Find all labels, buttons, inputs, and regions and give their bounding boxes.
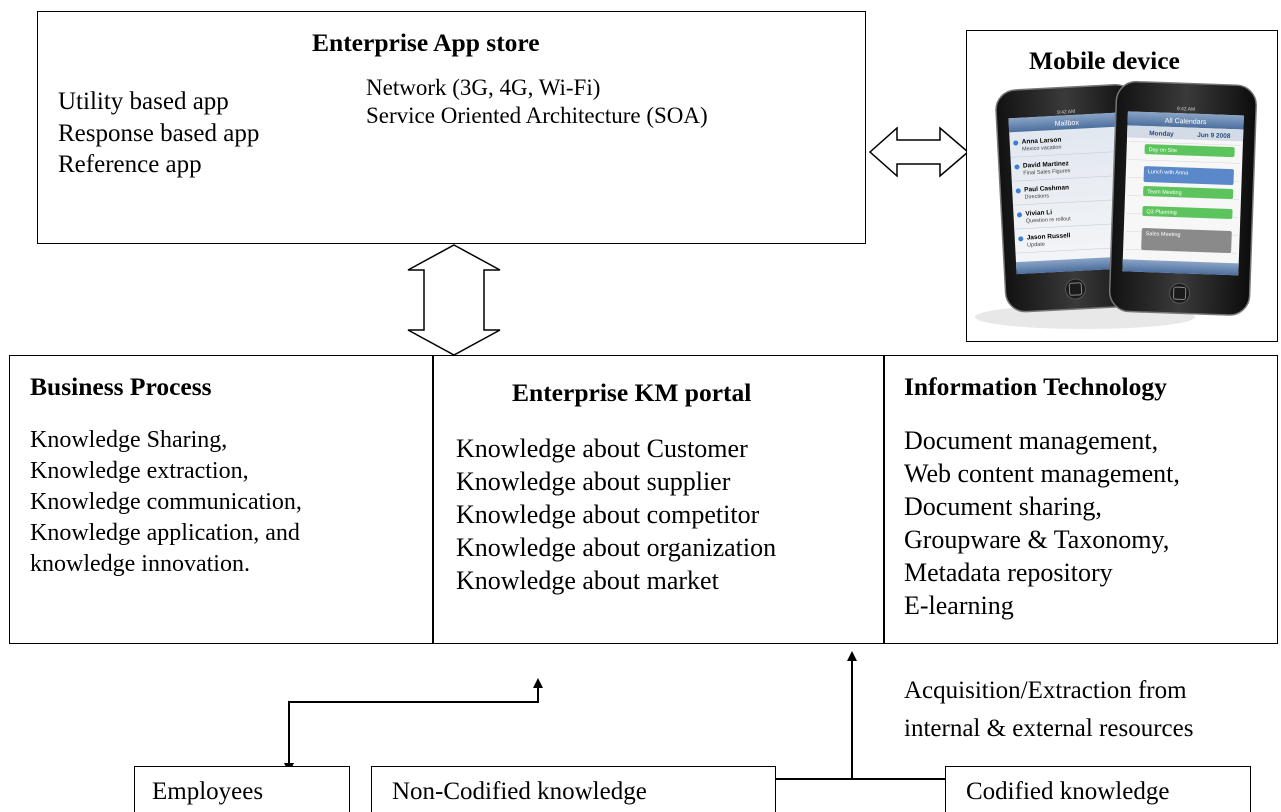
unread-dot-icon xyxy=(1013,140,1019,146)
calendar-event-block xyxy=(1143,166,1234,186)
km-portal-item: Knowledge about Customer xyxy=(456,434,748,463)
bidirectional-arrow-app-mobile xyxy=(868,126,970,178)
phone-right-status: 9:42 AM xyxy=(1177,106,1196,113)
business-process-item: Knowledge extraction, xyxy=(30,458,249,484)
phone-left-status: 9:42 AM xyxy=(1057,109,1076,116)
acquisition-line: internal & external resources xyxy=(904,715,1194,742)
km-portal-list: Knowledge about Customer Knowledge about… xyxy=(456,432,776,597)
info-tech-title: Information Technology xyxy=(904,372,1167,401)
codified-label: Codified knowledge xyxy=(966,778,1170,805)
mail-sender: Jason Russell xyxy=(1027,232,1071,241)
employees-box: Employees xyxy=(134,766,350,812)
infrastructure-item: Service Oriented Architecture (SOA) xyxy=(366,103,708,128)
mail-sender: Paul Cashman xyxy=(1024,184,1069,193)
divider-right xyxy=(883,355,885,644)
infrastructure-item: Network (3G, 4G, Wi-Fi) xyxy=(366,75,601,100)
calendar-event-label: Day on Site xyxy=(1149,147,1178,154)
app-store-box: Enterprise App store Utility based app R… xyxy=(37,11,866,244)
info-tech-item: Groupware & Taxonomy, xyxy=(904,525,1170,554)
mobile-device-title: Mobile device xyxy=(1029,46,1180,75)
unread-dot-icon xyxy=(1015,188,1021,194)
mail-subject: Question re rollout xyxy=(1026,216,1072,224)
calendar-event-block xyxy=(1144,144,1235,158)
acquisition-line: Acquisition/Extraction from xyxy=(904,677,1187,704)
mail-divider xyxy=(1010,150,1127,158)
calendar-event-label: Q3 Planning xyxy=(1146,209,1176,216)
business-process-item: Knowledge communication, xyxy=(30,489,302,515)
calendar-gridline xyxy=(1128,159,1241,164)
mail-sender: David Martinez xyxy=(1023,160,1070,169)
calendar-event-label: Sales Meeting xyxy=(1146,231,1181,238)
km-portal-item: Knowledge about market xyxy=(456,566,719,595)
app-type-item: Reference app xyxy=(58,151,202,178)
mail-subject: Directions xyxy=(1024,193,1049,200)
app-types-list: Utility based app Response based app Ref… xyxy=(58,86,259,181)
km-portal-item: Knowledge about supplier xyxy=(456,467,731,496)
phone-right: All Calendars 9:42 AM Monday Jun 9 2008 … xyxy=(1108,80,1257,316)
mail-divider xyxy=(1011,174,1128,182)
app-type-item: Utility based app xyxy=(58,88,229,115)
employees-connector xyxy=(288,683,539,766)
business-process-title: Business Process xyxy=(30,372,212,401)
calendar-gridline xyxy=(1128,141,1241,146)
app-type-item: Response based app xyxy=(58,119,260,147)
app-store-title: Enterprise App store xyxy=(312,28,540,57)
portal-row-box xyxy=(9,355,1278,644)
business-process-item: Knowledge application, and xyxy=(30,520,300,546)
mail-subject: Final Sales Figures xyxy=(1023,168,1071,176)
km-portal-item: Knowledge about organization xyxy=(456,533,777,562)
calendar-event-block xyxy=(1143,186,1234,200)
business-process-item: Knowledge Sharing, xyxy=(30,427,228,453)
mail-sender: Anna Larson xyxy=(1022,137,1062,146)
mobile-device-box: Mobile device Mailbox 9:42 AM xyxy=(966,30,1278,342)
non-codified-box: Non-Codified knowledge xyxy=(371,766,776,812)
mail-divider xyxy=(1012,198,1129,206)
arrowhead-up-it xyxy=(847,651,857,661)
acquisition-label: Acquisition/Extraction from internal & e… xyxy=(904,672,1193,748)
calendar-event-label: Team Meeting xyxy=(1147,189,1182,196)
km-portal-item: Knowledge about competitor xyxy=(456,500,760,529)
calendar-event-block xyxy=(1141,228,1232,254)
calendar-event-block xyxy=(1142,206,1233,220)
unread-dot-icon xyxy=(1017,212,1023,218)
mail-divider xyxy=(1014,222,1131,230)
bidirectional-arrow-appstore-portal xyxy=(407,244,501,356)
codified-box: Codified knowledge xyxy=(945,766,1251,812)
calendar-day: Monday xyxy=(1149,130,1174,138)
info-tech-item: Metadata repository xyxy=(904,558,1113,587)
divider-left xyxy=(432,355,434,644)
mail-subject: Mexico vacation xyxy=(1022,145,1062,153)
mail-subject: Update xyxy=(1027,242,1045,249)
info-tech-item: E-learning xyxy=(904,591,1014,620)
calendar-event-label: Lunch with Anna xyxy=(1148,169,1189,176)
info-tech-item: Document management, xyxy=(904,426,1159,455)
phone-right-header: All Calendars xyxy=(1165,118,1207,126)
info-tech-list: Document management, Web content managem… xyxy=(904,424,1180,639)
infrastructure-list: Network (3G, 4G, Wi-Fi) Service Oriented… xyxy=(366,74,708,130)
unread-dot-icon xyxy=(1018,236,1024,242)
info-tech-item: Document sharing, xyxy=(904,492,1102,521)
phone-left-header: Mailbox xyxy=(1055,120,1080,128)
info-tech-item: Web content management, xyxy=(904,459,1180,488)
km-portal-title: Enterprise KM portal xyxy=(512,378,752,407)
non-codified-label: Non-Codified knowledge xyxy=(392,778,647,805)
business-process-list: Knowledge Sharing, Knowledge extraction,… xyxy=(30,425,302,580)
mail-sender: Vivian Li xyxy=(1025,209,1052,217)
arrowhead-up-portal xyxy=(533,678,543,688)
unread-dot-icon xyxy=(1014,164,1020,170)
calendar-date: Jun 9 2008 xyxy=(1197,132,1231,140)
employees-label: Employees xyxy=(152,778,264,805)
business-process-item: knowledge innovation. xyxy=(30,551,250,577)
